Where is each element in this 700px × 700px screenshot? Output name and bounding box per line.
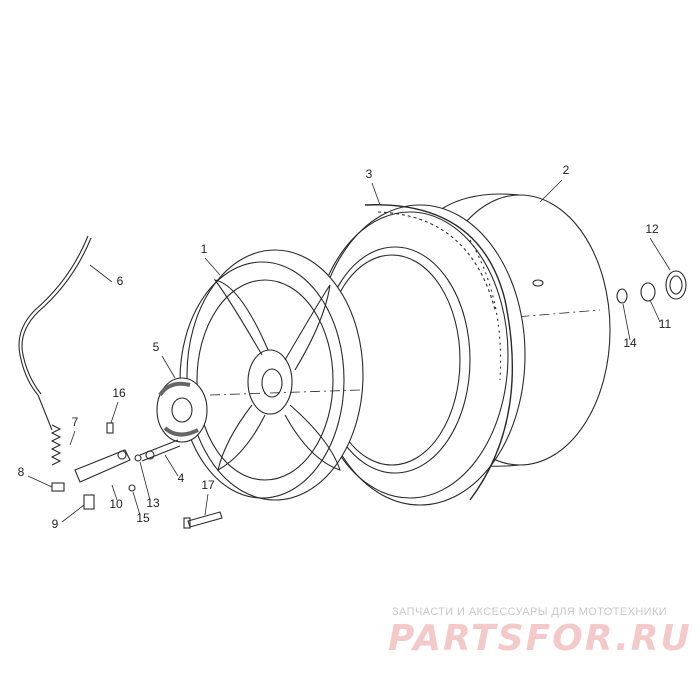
callout-16: 16 [112, 386, 126, 400]
callout-5: 5 [153, 340, 160, 354]
part-5-brake-shoes [156, 377, 208, 443]
callout-4: 4 [178, 471, 185, 485]
part-10-lever [74, 449, 131, 483]
part-13-washer [134, 454, 142, 462]
part-4-spindle [139, 439, 181, 462]
part-1-rim [179, 249, 364, 501]
callout-11: 11 [659, 317, 672, 331]
part-7-spring [50, 424, 62, 466]
callout-12: 12 [645, 222, 659, 236]
callout-1: 1 [201, 242, 208, 256]
part-17-axle-bolt [183, 511, 223, 529]
leader-lines [27, 179, 671, 523]
callout-14: 14 [623, 336, 637, 350]
part-8-pin [51, 482, 65, 492]
part-16-screw [106, 422, 114, 434]
callout-15: 15 [136, 511, 150, 525]
part-9-bolt [83, 494, 95, 510]
callout-9: 9 [52, 517, 59, 531]
callout-10: 10 [109, 497, 123, 511]
watermark-tagline: ЗАПЧАСТИ И АКСЕССУАРЫ ДЛЯ МОТОТЕХНИКИ [392, 606, 668, 618]
callout-6: 6 [117, 274, 124, 288]
part-3-tyre [311, 204, 526, 506]
watermark-logo: PARTSFOR.RU [388, 618, 692, 659]
part-6-brake-cable [18, 235, 92, 431]
callout-2: 2 [563, 163, 570, 177]
part-15-nut [128, 484, 136, 492]
axle-nut-cap-washer [616, 270, 687, 304]
callout-7: 7 [72, 415, 79, 429]
callout-8: 8 [18, 465, 25, 479]
callout-17: 17 [201, 478, 215, 492]
callout-3: 3 [366, 167, 373, 181]
callout-13: 13 [146, 496, 160, 510]
